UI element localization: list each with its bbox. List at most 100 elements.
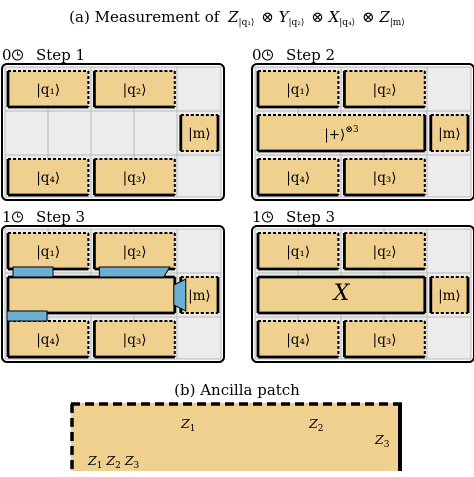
qubit-patch-q3-label: |q₃⟩ [373, 332, 397, 348]
qubit-patch-q2: |q₂⟩ [343, 232, 426, 271]
ancilla-patch: Z1 Z2 Z3 Z1 Z2 Z3 [70, 402, 402, 471]
qubit-patch-q4-label: |q₄⟩ [286, 170, 310, 186]
grid-cell [426, 66, 472, 112]
grid-cell [4, 110, 49, 156]
qubit-patch-q3-label: |q₃⟩ [373, 170, 397, 186]
qubit-patch-q1-label: |q₁⟩ [36, 244, 60, 260]
panel-step-3-left: 1 Step 3 |q₁⟩ |q₂⟩ |q₄⟩ |q₃⟩ |m⟩ [1, 208, 225, 363]
qubit-patch-q3-label: |q₃⟩ [123, 170, 147, 186]
qubit-patch-q1-label: |q₁⟩ [286, 244, 310, 260]
qubit-patch-q3: |q₃⟩ [343, 320, 426, 359]
qubit-patch-q4-label: |q₄⟩ [286, 332, 310, 348]
title-op-3-sub: |q₄⟩ [339, 18, 355, 28]
qubit-patch-m: |m⟩ [429, 114, 470, 152]
panel-step-3-right: 1 Step 3 |q₁⟩ |q₂⟩ |q₄⟩ |q₃⟩ |m⟩ X [251, 208, 474, 363]
clock-icon [12, 49, 23, 61]
grid-cell [47, 110, 92, 156]
plus-state-label: |+⟩⊗3 [324, 125, 359, 143]
title-op-4-sub: |m⟩ [390, 18, 405, 28]
qubit-patch-m-label: |m⟩ [188, 288, 211, 304]
qubit-patch-q2: |q₂⟩ [93, 70, 176, 109]
title-a-prefix: (a) Measurement of [69, 8, 221, 26]
title-op-2: Y [279, 8, 291, 26]
step-label: Step 2 [286, 46, 335, 64]
qubit-patch-q1: |q₁⟩ [256, 232, 340, 271]
qubit-patch-q3: |q₃⟩ [343, 158, 426, 197]
panel-frame [1, 63, 225, 201]
title-sep-1: ⊗ [261, 8, 274, 26]
grid-cell [176, 66, 222, 112]
qubit-patch-q3: |q₃⟩ [93, 320, 176, 359]
qubit-patch-q3-label: |q₃⟩ [123, 332, 147, 348]
panel-frame [1, 225, 225, 363]
panel-frame [251, 63, 474, 201]
clock-time: 1 [252, 208, 262, 226]
step-label: Step 3 [36, 208, 85, 226]
qubit-patch-m: |m⟩ [429, 276, 470, 314]
connector-q4 [6, 310, 48, 322]
clock-time: 1 [2, 208, 12, 226]
grid-cell [426, 154, 472, 198]
qubit-patch-m-label: |m⟩ [188, 126, 211, 142]
title-a: (a) Measurement of Z|q₁⟩ ⊗ Y|q₂⟩ ⊗ X|q₄⟩… [69, 8, 405, 29]
clock-time: 0 [252, 46, 262, 64]
title-b: (b) Ancilla patch [174, 381, 300, 399]
plus-state-patch [256, 114, 427, 153]
clock-time: 0 [2, 46, 12, 64]
qubit-patch-q2: |q₂⟩ [343, 70, 426, 109]
qubit-patch-q2-label: |q₂⟩ [123, 82, 147, 98]
ancilla-label-z3: Z3 [374, 432, 390, 450]
title-op-3: X [328, 8, 341, 26]
grid-cell [176, 316, 222, 360]
title-op-1: Z [227, 8, 239, 26]
x-measured-patch: X [256, 275, 427, 315]
qubit-patch-m-label: |m⟩ [438, 288, 461, 304]
qubit-patch-q4: |q₄⟩ [256, 158, 340, 197]
grid-cell [426, 228, 472, 274]
title-op-4: Z [378, 8, 390, 26]
qubit-patch-q2: |q₂⟩ [93, 232, 176, 271]
grid-cell [176, 154, 222, 198]
connector-q1 [12, 266, 54, 278]
panel-step-1: 0 Step 1 |q₁⟩ |q₂⟩ |q₄⟩ |q₃⟩ |m⟩ [1, 46, 225, 201]
clock-icon [262, 49, 273, 61]
ancilla-label-z1: Z1 [180, 416, 195, 434]
qubit-patch-q4: |q₄⟩ [256, 320, 340, 359]
qubit-patch-q1-label: |q₁⟩ [36, 82, 60, 98]
qubit-patch-q4: |q₄⟩ [6, 320, 90, 359]
ancilla-label-z2: Z2 [308, 416, 323, 434]
ancilla-patch-body [71, 403, 402, 471]
clock-icon [262, 211, 273, 223]
grid-cell [90, 110, 135, 156]
qubit-patch-q1: |q₁⟩ [6, 232, 90, 271]
qubit-patch-q4-label: |q₄⟩ [36, 170, 60, 186]
qubit-patch-m: |m⟩ [179, 276, 220, 314]
connector-m [173, 278, 187, 312]
title-sep-3: ⊗ [362, 8, 375, 26]
panel-frame [251, 225, 474, 363]
qubit-patch-q2-label: |q₂⟩ [373, 244, 397, 260]
title-sep-2: ⊗ [311, 8, 324, 26]
merged-ancilla-patch [6, 275, 177, 315]
grid-cell [176, 228, 222, 274]
qubit-patch-q2-label: |q₂⟩ [123, 244, 147, 260]
clock-icon [12, 211, 23, 223]
qubit-patch-q4-label: |q₄⟩ [36, 332, 60, 348]
x-measured-patch-label: X [332, 281, 351, 306]
ancilla-label-z1z2z3: Z1 Z2 Z3 [87, 453, 140, 471]
ancilla-connectors [6, 266, 187, 322]
qubit-patch-q3: |q₃⟩ [93, 158, 176, 197]
qubit-patch-m-label: |m⟩ [438, 126, 461, 142]
qubit-patch-q1: |q₁⟩ [6, 70, 90, 109]
qubit-patch-q2-label: |q₂⟩ [373, 82, 397, 98]
step-label: Step 3 [286, 208, 335, 226]
title-op-2-sub: |q₂⟩ [289, 18, 305, 28]
step-label: Step 1 [36, 46, 85, 64]
qubit-patch-m: |m⟩ [179, 114, 220, 152]
grid-cell [426, 316, 472, 360]
title-op-1-sub: |q₁⟩ [239, 18, 255, 28]
qubit-patch-q4: |q₄⟩ [6, 158, 90, 197]
connector-q2 [98, 266, 171, 278]
